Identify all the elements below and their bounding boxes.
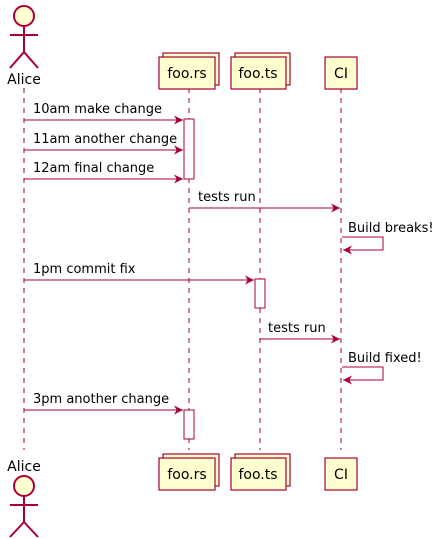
message-5-self: Build breaks! <box>342 221 434 255</box>
message-2: 11am another change <box>24 132 183 155</box>
activation-foo-ts-1 <box>254 278 266 309</box>
participant-ci-top-label: CI <box>334 66 348 82</box>
activation-foo-rs-2 <box>183 409 195 440</box>
participant-foo-rs-top-label: foo.rs <box>167 66 206 82</box>
message-9-label: 3pm another change <box>33 392 169 407</box>
actor-alice-bottom: Alice <box>7 459 41 538</box>
message-5-label: Build breaks! <box>348 221 434 236</box>
message-3-label: 12am final change <box>33 161 154 176</box>
message-4-label: tests run <box>198 190 256 205</box>
message-1-label: 10am make change <box>33 102 162 117</box>
message-8-self: Build fixed! <box>342 351 422 385</box>
actor-alice-bottom-label: Alice <box>7 459 41 475</box>
actor-alice-top-label: Alice <box>7 72 41 88</box>
message-1: 10am make change <box>24 102 183 125</box>
activation-foo-rs-1 <box>183 118 195 180</box>
participant-foo-ts-top-label: foo.ts <box>238 66 277 82</box>
message-7-label: tests run <box>268 321 326 336</box>
message-6: 1pm commit fix <box>24 262 254 285</box>
participant-ci-bottom-label: CI <box>334 467 348 483</box>
message-8-label: Build fixed! <box>348 351 422 366</box>
actor-alice-top: Alice <box>7 5 41 88</box>
message-6-label: 1pm commit fix <box>33 262 136 277</box>
participant-ci-bottom: CI <box>324 457 358 491</box>
participant-ci-top: CI <box>324 56 358 90</box>
participant-foo-ts-top: foo.ts <box>230 52 291 90</box>
participant-foo-rs-bottom: foo.rs <box>158 453 220 491</box>
message-4: tests run <box>189 190 340 213</box>
message-2-label: 11am another change <box>33 132 177 147</box>
participant-foo-rs-bottom-label: foo.rs <box>167 467 206 483</box>
participant-foo-rs-top: foo.rs <box>158 52 220 90</box>
participant-foo-ts-bottom-label: foo.ts <box>238 467 277 483</box>
message-7: tests run <box>260 321 340 344</box>
participant-foo-ts-bottom: foo.ts <box>230 453 291 491</box>
message-9: 3pm another change <box>24 392 183 415</box>
message-3: 12am final change <box>24 161 183 184</box>
